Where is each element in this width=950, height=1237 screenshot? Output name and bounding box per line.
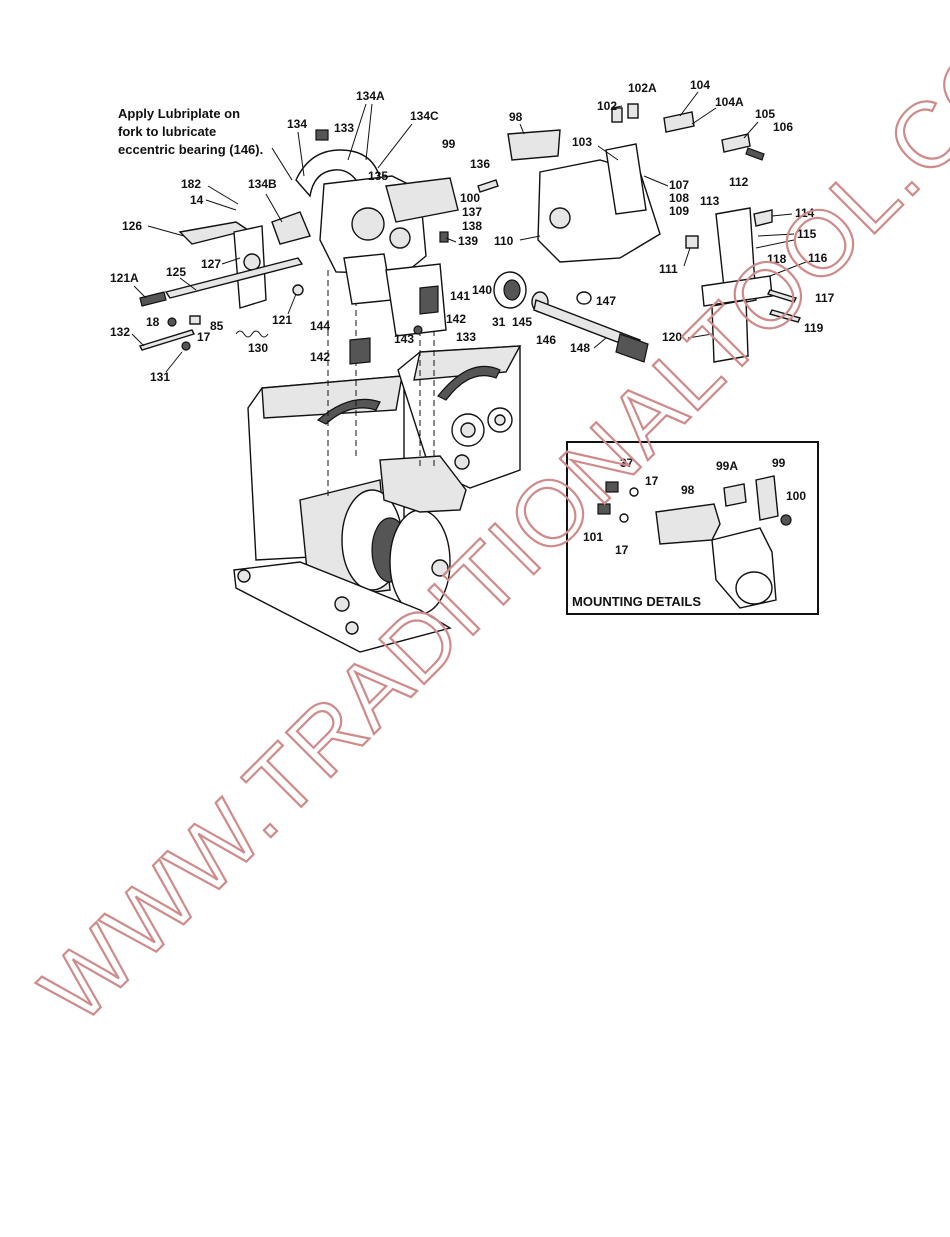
fork-assembly-drawing <box>139 129 499 365</box>
label-145: 145 <box>512 315 532 329</box>
inset-label-100: 100 <box>786 489 806 503</box>
label-130: 130 <box>248 341 268 355</box>
label-143: 143 <box>394 332 414 346</box>
inset-label-99A: 99A <box>716 459 738 473</box>
label-119: 119 <box>804 321 824 335</box>
machine-base-drawing <box>233 270 522 653</box>
inset-label-101: 101 <box>583 530 603 544</box>
label-99: 99 <box>442 137 456 151</box>
label-141: 141 <box>450 289 470 303</box>
label-104A: 104A <box>715 95 744 109</box>
label-117: 117 <box>815 291 835 305</box>
label-112: 112 <box>729 175 749 189</box>
label-142a: 142 <box>446 312 466 326</box>
note-line-2: fork to lubricate <box>118 124 216 139</box>
inset-label-37: 37 <box>620 456 634 470</box>
label-138: 138 <box>462 219 482 233</box>
label-147: 147 <box>596 294 616 308</box>
label-114: 114 <box>795 206 815 220</box>
label-118: 118 <box>767 252 787 266</box>
label-134: 134 <box>287 117 307 131</box>
label-115: 115 <box>797 227 817 241</box>
label-146: 146 <box>536 333 556 347</box>
label-182: 182 <box>181 177 201 191</box>
label-131: 131 <box>150 370 170 384</box>
label-106: 106 <box>773 120 793 134</box>
label-103: 103 <box>572 135 592 149</box>
note-line-1: Apply Lubriplate on <box>118 106 240 121</box>
label-134C: 134C <box>410 109 439 123</box>
inset-label-99: 99 <box>772 456 786 470</box>
note-line-3: eccentric bearing (146). <box>118 142 263 157</box>
label-110: 110 <box>494 234 514 248</box>
label-31: 31 <box>492 315 506 329</box>
label-102A: 102A <box>628 81 657 95</box>
label-109: 109 <box>669 204 689 218</box>
label-144: 144 <box>310 319 330 333</box>
label-100: 100 <box>460 191 480 205</box>
label-121A: 121A <box>110 271 139 285</box>
label-98: 98 <box>509 110 523 124</box>
label-111: 111 <box>659 262 678 276</box>
inset-title: MOUNTING DETAILS <box>572 594 701 609</box>
label-133b: 133 <box>456 330 476 344</box>
label-127: 127 <box>201 257 221 271</box>
mounting-details-inset: 37 17 98 99A 99 100 101 17 MOUNTING DETA… <box>566 441 819 615</box>
label-108: 108 <box>669 191 689 205</box>
label-14: 14 <box>190 193 204 207</box>
lubrication-note: Apply Lubriplate on fork to lubricate ec… <box>118 106 293 181</box>
inset-label-17a: 17 <box>645 474 659 488</box>
label-132: 132 <box>110 325 130 339</box>
label-18: 18 <box>146 315 160 329</box>
housing-110-drawing <box>507 103 765 263</box>
lever-assembly-drawing <box>685 207 802 363</box>
label-113: 113 <box>700 194 720 208</box>
label-116: 116 <box>808 251 828 265</box>
label-133: 133 <box>334 121 354 135</box>
label-142b: 142 <box>310 350 330 364</box>
note-leader <box>271 147 293 181</box>
inset-label-17b: 17 <box>615 543 629 557</box>
label-139: 139 <box>458 234 478 248</box>
label-136: 136 <box>470 157 490 171</box>
shaft-assembly-drawing <box>493 271 649 363</box>
label-102: 102 <box>597 99 617 113</box>
label-107: 107 <box>669 178 689 192</box>
label-104: 104 <box>690 78 710 92</box>
label-105: 105 <box>755 107 775 121</box>
label-125: 125 <box>166 265 186 279</box>
label-121: 121 <box>272 313 292 327</box>
label-126: 126 <box>122 219 142 233</box>
label-135: 135 <box>368 169 388 183</box>
inset-label-98: 98 <box>681 483 695 497</box>
label-120: 120 <box>662 330 682 344</box>
label-137: 137 <box>462 205 482 219</box>
part-labels: 134A 134 133 134C 99 135 136 182 14 134B… <box>110 78 835 384</box>
label-17a: 17 <box>197 330 211 344</box>
label-134A: 134A <box>356 89 385 103</box>
label-134B: 134B <box>248 177 277 191</box>
label-85: 85 <box>210 319 224 333</box>
label-148: 148 <box>570 341 590 355</box>
label-140: 140 <box>472 283 492 297</box>
